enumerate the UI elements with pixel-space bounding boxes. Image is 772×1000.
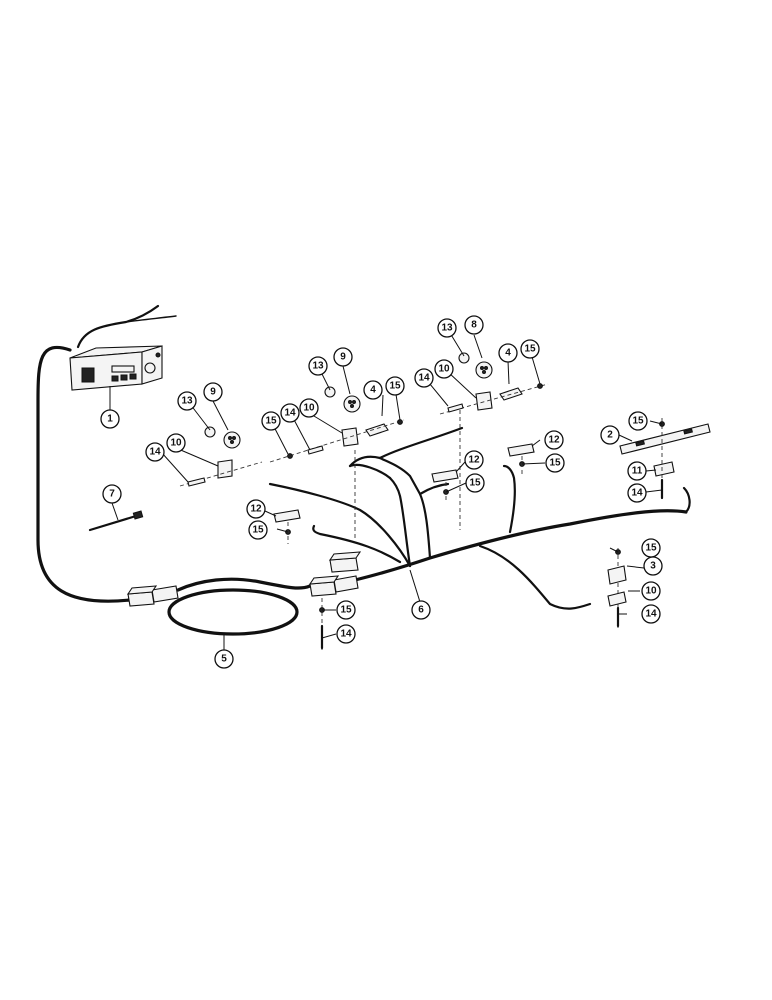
callout: 15 (385, 376, 405, 396)
svg-text:14: 14 (284, 408, 296, 419)
cable-loop (167, 588, 299, 636)
svg-text:15: 15 (632, 416, 644, 427)
callout: 7 (102, 484, 122, 504)
svg-text:14: 14 (645, 609, 657, 620)
svg-text:15: 15 (524, 344, 536, 355)
svg-text:7: 7 (109, 489, 115, 500)
svg-text:14: 14 (149, 447, 161, 458)
callout: 14 (145, 442, 165, 462)
svg-text:12: 12 (250, 504, 262, 515)
receptacle-assembly-left (179, 426, 263, 487)
svg-text:5: 5 (221, 654, 227, 665)
callout: 15 (520, 339, 540, 359)
callout: 12 (246, 499, 266, 519)
callout: 15 (248, 520, 268, 540)
svg-text:15: 15 (252, 525, 264, 536)
svg-text:6: 6 (418, 605, 424, 616)
callout: 1 (100, 409, 120, 429)
callout: 2 (600, 425, 620, 445)
callout: 15 (465, 473, 485, 493)
callout: 14 (641, 604, 661, 624)
svg-text:3: 3 (650, 561, 656, 572)
svg-text:13: 13 (441, 323, 453, 334)
callout: 10 (434, 359, 454, 379)
callout: 15 (628, 411, 648, 431)
callout: 13 (177, 391, 197, 411)
callout: 15 (336, 600, 356, 620)
connector-group-left (126, 585, 179, 607)
svg-text:12: 12 (548, 435, 560, 446)
svg-text:10: 10 (170, 438, 182, 449)
callout: 15 (261, 411, 281, 431)
leader-lines (109, 327, 663, 650)
callout: 3 (643, 556, 663, 576)
mounting-bracket-lower (607, 548, 627, 628)
callout: 14 (280, 403, 300, 423)
svg-text:15: 15 (340, 605, 352, 616)
svg-text:11: 11 (632, 466, 643, 477)
svg-text:4: 4 (370, 385, 376, 396)
svg-text:9: 9 (340, 352, 346, 363)
callout: 4 (363, 380, 383, 400)
svg-text:15: 15 (645, 543, 657, 554)
mounting-bar (619, 418, 711, 500)
callout: 14 (336, 624, 356, 644)
svg-text:14: 14 (631, 488, 643, 499)
svg-text:1: 1 (107, 414, 113, 425)
callouts: 1 2 3 4 4 5 6 7 8 9 9 10 10 10 10 11 12 … (100, 315, 663, 669)
callout: 14 (627, 483, 647, 503)
connector-group-center (308, 551, 362, 597)
svg-text:10: 10 (645, 586, 657, 597)
callout: 15 (545, 453, 565, 473)
wiring-harness (36, 304, 691, 610)
callout: 10 (641, 581, 661, 601)
control-box (69, 345, 163, 391)
svg-text:2: 2 (607, 430, 613, 441)
callout: 9 (333, 347, 353, 367)
callout: 5 (214, 649, 234, 669)
callout: 14 (414, 368, 434, 388)
svg-text:15: 15 (265, 416, 277, 427)
callout: 9 (203, 382, 223, 402)
callout: 6 (411, 600, 431, 620)
svg-text:8: 8 (471, 320, 477, 331)
callout: 10 (299, 398, 319, 418)
receptacle-assembly-center (269, 386, 405, 540)
callout: 15 (641, 538, 661, 558)
svg-text:14: 14 (340, 629, 352, 640)
svg-text:12: 12 (468, 455, 480, 466)
callout: 11 (627, 461, 647, 481)
svg-text:15: 15 (469, 478, 481, 489)
callout: 13 (308, 356, 328, 376)
svg-text:15: 15 (549, 458, 561, 469)
svg-text:13: 13 (181, 396, 193, 407)
callout: 10 (166, 433, 186, 453)
callout: 13 (437, 318, 457, 338)
wire-lead (88, 510, 144, 532)
callout: 8 (464, 315, 484, 335)
callout: 4 (498, 343, 518, 363)
clips (273, 443, 535, 544)
callout: 12 (464, 450, 484, 470)
receptacle-assembly-right (439, 352, 549, 530)
svg-text:4: 4 (505, 348, 511, 359)
svg-text:14: 14 (418, 373, 430, 384)
svg-text:10: 10 (303, 403, 315, 414)
svg-text:9: 9 (210, 387, 216, 398)
svg-text:15: 15 (389, 381, 401, 392)
callout: 12 (544, 430, 564, 450)
svg-text:10: 10 (438, 364, 450, 375)
svg-text:13: 13 (312, 361, 324, 372)
fasteners-center (319, 598, 325, 650)
